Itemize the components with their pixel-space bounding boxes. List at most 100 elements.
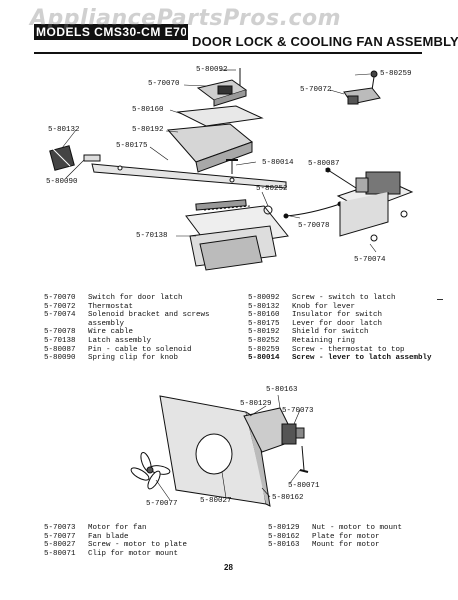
header-rule bbox=[34, 52, 422, 54]
legend-row: assembly bbox=[44, 320, 210, 329]
part-number: 5-70070 bbox=[44, 294, 76, 302]
callout-5-80259: 5-80259 bbox=[380, 70, 412, 78]
part-number: 5-80092 bbox=[248, 294, 280, 302]
part-description: assembly bbox=[88, 319, 125, 328]
part-description: Solenoid bracket and screws bbox=[88, 311, 210, 320]
legend-row: 5-80132 Knob for lever bbox=[248, 303, 432, 312]
callout-5-80132: 5-80132 bbox=[48, 126, 80, 134]
part-number bbox=[44, 320, 88, 329]
page-number: 28 bbox=[224, 563, 233, 572]
part-description: Motor for fan bbox=[88, 524, 147, 532]
fan-blade-icon bbox=[130, 452, 171, 490]
model-label-band bbox=[34, 24, 188, 40]
legend-row: 5-80192 Shield for switch bbox=[248, 328, 432, 337]
door-latch-switch-icon bbox=[196, 68, 248, 107]
callout-5-80027: 5-80027 bbox=[200, 497, 232, 505]
callout-5-70077: 5-70077 bbox=[146, 500, 178, 508]
motor-mount-icon bbox=[243, 407, 309, 473]
part-number: 5-80132 bbox=[248, 302, 280, 311]
part-description: Lever for door latch bbox=[292, 319, 383, 328]
part-description: Fan blade bbox=[88, 532, 129, 541]
part-number: 5-70072 bbox=[44, 302, 76, 311]
legend-row: 5-80014 Screw - lever to latch assembly bbox=[248, 354, 432, 363]
callout-5-70070: 5-70070 bbox=[148, 80, 180, 88]
part-number: 5-80087 bbox=[44, 345, 76, 354]
part-description: Shield for switch bbox=[292, 328, 369, 337]
callout-5-80071: 5-80071 bbox=[288, 482, 320, 490]
legend-row: 5-80071 Clip for motor mount bbox=[44, 550, 187, 559]
legend-row: 5-70073 Motor for fan bbox=[44, 524, 187, 533]
legend-row: 5-80090 Spring clip for knob bbox=[44, 354, 210, 363]
callout-5-70078: 5-70078 bbox=[298, 222, 330, 230]
margin-dash bbox=[437, 299, 443, 300]
part-description: Knob for lever bbox=[292, 302, 356, 311]
part-description: Switch for door latch bbox=[88, 294, 183, 302]
callout-5-80163: 5-80163 bbox=[266, 386, 298, 394]
callout-5-80160: 5-80160 bbox=[132, 106, 164, 114]
lever-screw-icon bbox=[226, 159, 238, 174]
callout-5-80014: 5-80014 bbox=[262, 159, 294, 167]
part-number: 5-80175 bbox=[248, 319, 280, 328]
legend-top-left: 5-70070 Switch for door latch 5-70072 Ther… bbox=[44, 294, 210, 363]
callout-5-80192: 5-80192 bbox=[132, 126, 164, 134]
callout-5-70072: 5-70072 bbox=[300, 86, 332, 94]
legend-row: 5-70072 Thermostat bbox=[44, 303, 210, 312]
part-number: 5-70077 bbox=[44, 532, 76, 541]
part-number: 5-80071 bbox=[44, 549, 76, 558]
legend-row: 5-80087 Pin - cable to solenoid bbox=[44, 346, 210, 355]
part-description: Pin - cable to solenoid bbox=[88, 345, 192, 354]
callout-5-80175: 5-80175 bbox=[116, 142, 148, 150]
part-description: Thermostat bbox=[88, 302, 134, 311]
legend-row: 5-80252 Retaining ring bbox=[248, 337, 432, 346]
callout-5-80090: 5-80090 bbox=[46, 178, 78, 186]
fan-mount-plate-icon bbox=[159, 395, 271, 507]
part-number: 5-70073 bbox=[44, 524, 76, 532]
part-number: 5-70138 bbox=[44, 336, 76, 345]
solenoid-pin-icon bbox=[325, 167, 357, 189]
legend-row: 5-80175 Lever for door latch bbox=[248, 320, 432, 329]
legend-row: 5-70074 Solenoid bracket and screws bbox=[44, 311, 210, 320]
knob-and-lever-icon bbox=[49, 145, 287, 189]
part-number: 5-80192 bbox=[248, 328, 280, 337]
part-number: 5-80163 bbox=[268, 541, 300, 550]
part-description: Screw - thermostat to top bbox=[292, 345, 405, 354]
callout-5-80087: 5-80087 bbox=[308, 160, 340, 168]
part-number: 5-80090 bbox=[44, 354, 76, 363]
wire-cable-icon bbox=[283, 201, 343, 219]
part-number: 5-70074 bbox=[44, 311, 76, 320]
callout-5-80252: 5-80252 bbox=[256, 185, 288, 193]
part-number: 5-80014 bbox=[248, 354, 280, 363]
part-number: 5-80027 bbox=[44, 541, 76, 550]
callout-5-70074: 5-70074 bbox=[354, 256, 386, 264]
part-number: 5-80259 bbox=[248, 345, 280, 354]
legend-row: 5-80163 Mount for motor bbox=[268, 541, 402, 550]
part-description: Mount for motor bbox=[312, 541, 380, 550]
part-description: Spring clip for knob bbox=[88, 354, 179, 363]
part-number: 5-80252 bbox=[248, 336, 280, 345]
part-description: Latch assembly bbox=[88, 336, 152, 345]
legend-row: 5-80259 Screw - thermostat to top bbox=[248, 346, 432, 355]
part-description: Clip for motor mount bbox=[88, 549, 179, 558]
part-description: Retaining ring bbox=[292, 336, 356, 345]
callout-5-70073: 5-70073 bbox=[282, 407, 314, 415]
part-description: Insulator for switch bbox=[292, 311, 383, 320]
legend-row: 5-70077 Fan blade bbox=[44, 533, 187, 542]
switch-shield-icon bbox=[166, 123, 254, 173]
legend-bottom-left: 5-70073 Motor for fan 5-70077 Fan blade 5-… bbox=[44, 524, 187, 558]
callout-5-80092: 5-80092 bbox=[196, 66, 228, 74]
part-description: Screw - lever to latch assembly bbox=[292, 354, 432, 363]
thermostat-icon bbox=[343, 70, 381, 105]
part-number: 5-70078 bbox=[44, 328, 76, 337]
callout-5-80129: 5-80129 bbox=[240, 400, 272, 408]
part-description: Nut - motor to mount bbox=[312, 524, 403, 532]
callout-5-70138: 5-70138 bbox=[136, 232, 168, 240]
model-label: MODELS CMS30-CM E70 bbox=[36, 25, 186, 39]
